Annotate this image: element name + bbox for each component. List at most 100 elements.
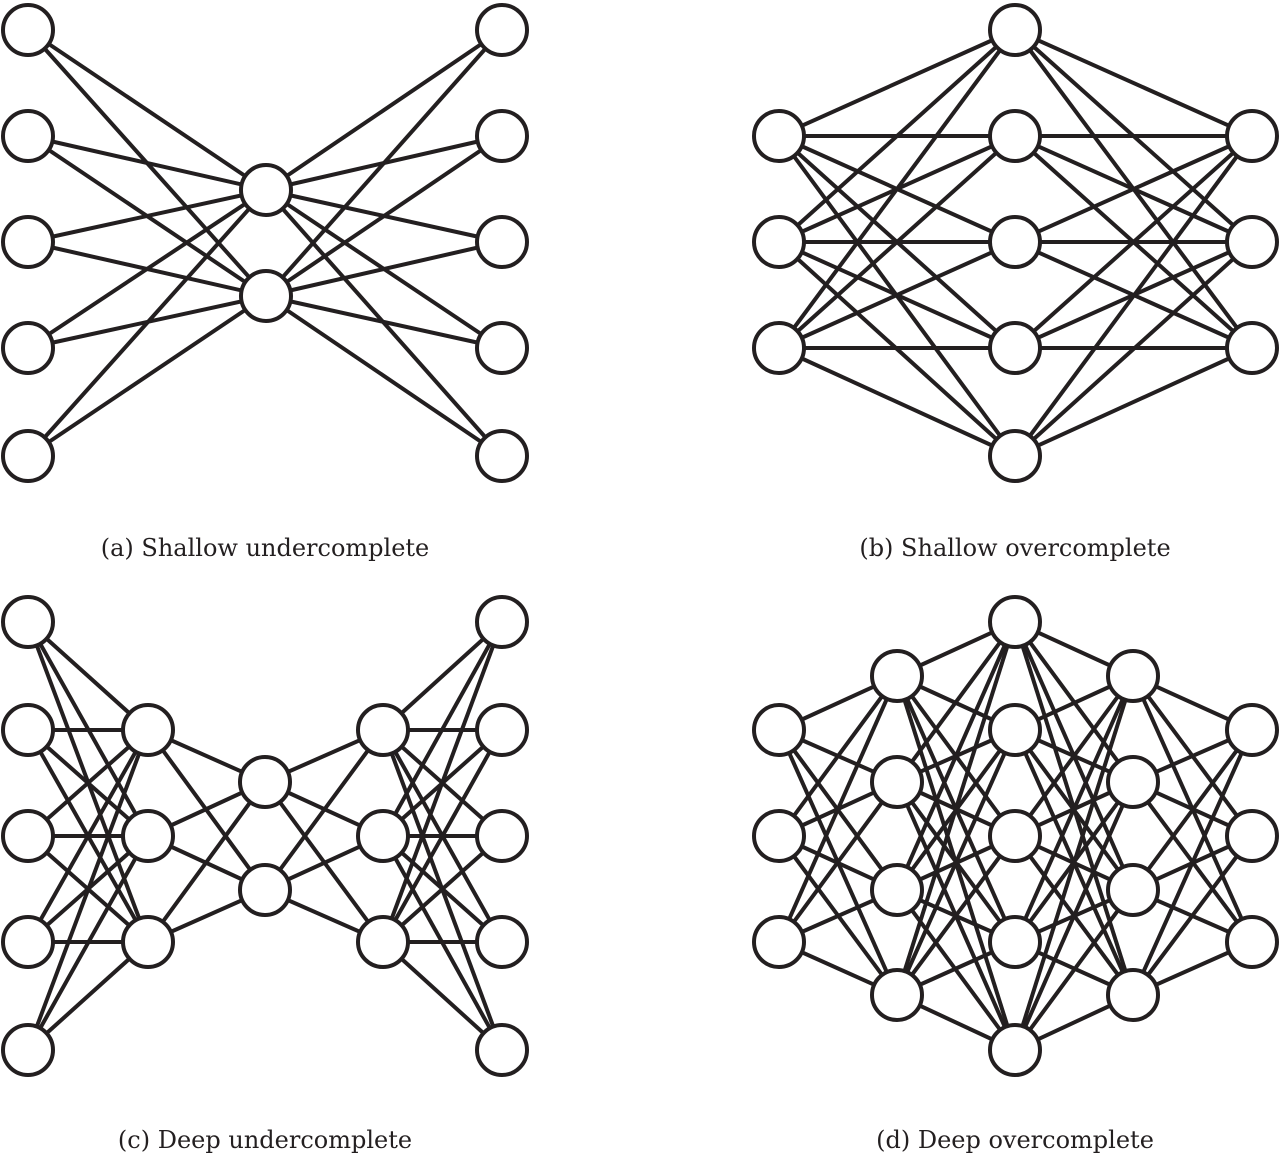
edge-c-l0n4-l1n1 (26, 835, 150, 1051)
caption-c: (c) Deep undercomplete (118, 1126, 412, 1154)
edge-d-l2n4-l3n1 (1013, 781, 1135, 1051)
node-c-layer3-unit2 (356, 915, 410, 969)
edge-c-l2n1-l3n0 (263, 728, 385, 892)
edge-d-l2n3-l3n0 (1013, 675, 1135, 943)
edge-a-l0n2-l1n0 (27, 188, 267, 244)
panel-shallow-overcomplete: (b) Shallow overcomplete (752, 3, 1279, 562)
edge-b-l0n1-l1n0 (777, 28, 1017, 244)
node-d-layer4-unit1 (1225, 809, 1279, 863)
edge-a-l0n3-l1n0 (26, 188, 268, 350)
edge-d-l2n2-l3n0 (1013, 674, 1135, 838)
edge-b-l1n4-l2n0 (1013, 134, 1254, 458)
node-a-layer0-unit4 (1, 429, 55, 483)
caption-d: (d) Deep overcomplete (876, 1126, 1154, 1154)
node-c-layer1-unit0 (121, 703, 175, 757)
edge-b-l0n2-l1n0 (777, 28, 1017, 350)
node-c-layer0-unit3 (1, 915, 55, 969)
node-c-layer4-unit4 (475, 1023, 529, 1077)
node-b-layer1-unit1 (988, 109, 1042, 163)
node-b-layer0-unit1 (752, 215, 806, 269)
node-c-layer3-unit0 (356, 703, 410, 757)
node-b-layer1-unit4 (988, 429, 1042, 483)
edge-d-l3n2-l4n0 (1131, 728, 1254, 892)
edge-c-l0n3-l1n0 (26, 729, 150, 943)
node-c-layer4-unit2 (475, 809, 529, 863)
edge-b-l1n4-l2n2 (1014, 346, 1253, 458)
node-d-layer1-unit3 (870, 968, 924, 1022)
edge-a-l1n1-l2n1 (264, 134, 504, 298)
node-c-layer4-unit1 (475, 703, 529, 757)
edge-d-l0n2-l1n1 (777, 780, 899, 944)
edge-a-l0n4-l1n1 (26, 294, 268, 458)
node-c-layer1-unit2 (121, 915, 175, 969)
node-a-layer2-unit2 (475, 215, 529, 269)
panel-c-nodes (1, 595, 529, 1077)
panel-deep-undercomplete: (c) Deep undercomplete (1, 595, 529, 1154)
panel-a-nodes (1, 3, 529, 483)
panel-d-edges (777, 620, 1254, 1052)
node-d-layer2-unit0 (988, 595, 1042, 649)
edge-d-l1n3-l2n0 (895, 621, 1017, 996)
edge-c-l3n2-l4n0 (381, 621, 504, 943)
caption-b: (b) Shallow overcomplete (859, 534, 1170, 562)
node-d-layer4-unit2 (1225, 915, 1279, 969)
node-b-layer0-unit0 (752, 109, 806, 163)
edge-b-l1n0-l2n0 (1014, 28, 1253, 138)
edge-d-l1n3-l2n2 (895, 834, 1017, 997)
edge-b-l1n2-l2n0 (1014, 134, 1253, 244)
edge-d-l3n3-l4n1 (1131, 834, 1254, 997)
edge-b-l0n2-l1n2 (778, 240, 1016, 350)
node-a-layer0-unit0 (1, 3, 55, 57)
node-a-layer0-unit1 (1, 109, 55, 163)
node-c-layer0-unit4 (1, 1023, 55, 1077)
node-d-layer2-unit4 (988, 1023, 1042, 1077)
node-c-layer2-unit0 (238, 755, 292, 809)
edge-d-l0n1-l1n0 (777, 674, 899, 838)
node-d-layer4-unit0 (1225, 703, 1279, 757)
node-d-layer2-unit3 (988, 915, 1042, 969)
node-b-layer2-unit2 (1225, 321, 1279, 375)
node-c-layer2-unit1 (238, 863, 292, 917)
node-b-layer0-unit2 (752, 321, 806, 375)
node-a-layer1-unit0 (239, 163, 293, 217)
node-b-layer2-unit1 (1225, 215, 1279, 269)
edge-d-l2n4-l3n2 (1013, 888, 1135, 1052)
edge-c-l3n2-l4n1 (381, 729, 504, 943)
edge-a-l0n0-l1n0 (26, 28, 268, 192)
node-d-layer1-unit0 (870, 649, 924, 703)
node-c-layer0-unit0 (1, 595, 55, 649)
panel-b-edges (777, 28, 1254, 458)
node-a-layer2-unit3 (475, 321, 529, 375)
node-c-layer4-unit3 (475, 915, 529, 969)
node-c-layer1-unit1 (121, 809, 175, 863)
node-c-layer4-unit0 (475, 595, 529, 649)
edge-d-l2n4-l3n0 (1013, 675, 1135, 1051)
node-d-layer0-unit2 (752, 915, 806, 969)
panel-deep-overcomplete: (d) Deep overcomplete (752, 595, 1279, 1154)
node-c-layer0-unit2 (1, 809, 55, 863)
node-d-layer1-unit2 (870, 863, 924, 917)
panel-b-nodes (752, 3, 1279, 483)
panel-shallow-undercomplete: (a) Shallow undercomplete (1, 3, 529, 562)
node-d-layer3-unit0 (1106, 649, 1160, 703)
edge-c-l3n1-l4n0 (381, 621, 504, 837)
node-d-layer3-unit2 (1106, 863, 1160, 917)
edge-b-l0n0-l1n0 (778, 28, 1016, 138)
edge-a-l1n1-l2n0 (264, 28, 504, 298)
node-a-layer0-unit3 (1, 321, 55, 375)
node-d-layer0-unit0 (752, 703, 806, 757)
node-a-layer0-unit2 (1, 215, 55, 269)
node-d-layer0-unit1 (752, 809, 806, 863)
edge-c-l1n2-l2n0 (146, 780, 267, 944)
edge-c-l0n4-l1n0 (26, 729, 150, 1051)
caption-a: (a) Shallow undercomplete (101, 534, 430, 562)
node-a-layer2-unit0 (475, 3, 529, 57)
edge-a-l0n1-l1n0 (27, 134, 267, 192)
edge-d-l1n2-l2n0 (895, 621, 1017, 891)
edge-a-l1n1-l2n4 (264, 294, 504, 458)
node-b-layer2-unit0 (1225, 109, 1279, 163)
edge-b-l1n4-l2n1 (1013, 240, 1254, 458)
edge-a-l1n1-l2n3 (265, 294, 503, 350)
node-a-layer1-unit1 (239, 269, 293, 323)
